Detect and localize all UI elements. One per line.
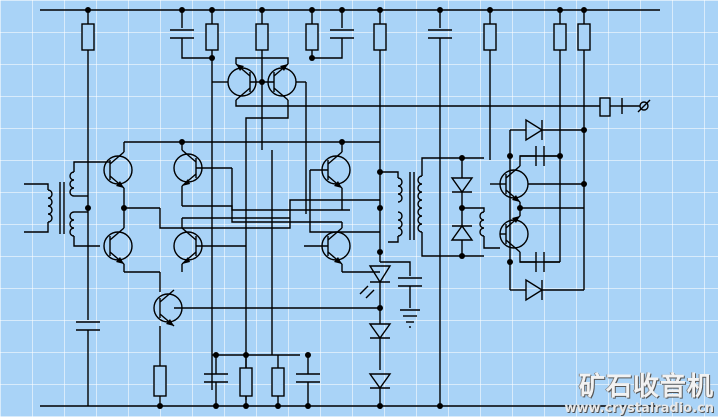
resistor [483,23,497,51]
diode [450,177,474,194]
diode [450,224,474,241]
capacitor [170,29,194,39]
watermark-url: www.crystalradio.cn [564,401,714,416]
resistor [373,23,387,51]
diode [368,323,392,340]
output-terminal [639,101,649,111]
resistor [271,367,285,397]
resistor [255,23,269,51]
diode [368,373,392,390]
site-watermark: 矿石收音机 www.crystalradio.cn [564,374,714,415]
capacitor [428,29,452,39]
capacitor [204,373,228,383]
resistor [239,367,253,397]
transistor-q2 [103,208,133,272]
ground-symbol [400,309,420,328]
capacitor [398,277,422,287]
output-resistor [599,97,611,117]
watermark-title: 矿石收音机 [578,372,714,402]
resistor [305,23,319,51]
capacitor [330,29,354,39]
transistor-q3 [173,149,232,187]
resistor [153,365,167,397]
led [359,265,392,299]
resistor [81,23,95,51]
transistor-q1 [100,142,133,189]
resistor [205,23,219,51]
output-transformer [380,171,423,243]
resistor [553,23,567,51]
capacitor [76,321,100,331]
diode [525,118,544,142]
input-transformer [24,161,100,247]
capacitor [296,373,320,383]
diode [525,278,544,302]
resistor [577,23,591,51]
